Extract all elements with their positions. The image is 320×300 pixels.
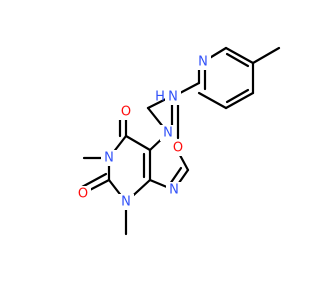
bond-py-c3-c2 bbox=[197, 91, 228, 110]
atom-h-amide-label: H bbox=[155, 90, 165, 105]
atom-n1-label: N bbox=[104, 151, 114, 166]
bond-c2-o2-double bbox=[80, 172, 108, 189]
atom-n7-label: N bbox=[163, 126, 173, 141]
atom-o-amide-label: O bbox=[173, 141, 183, 156]
atom-o2-label: O bbox=[78, 187, 88, 202]
atom-labels: N N N N O O O N H N bbox=[75, 54, 211, 210]
atom-n-amide-label: N bbox=[168, 90, 178, 105]
atom-o6-label: O bbox=[121, 105, 131, 120]
bond-py-methyl bbox=[251, 46, 281, 65]
n3-bg bbox=[118, 194, 134, 210]
bond-py-c4-c3 bbox=[224, 91, 255, 110]
o6-bg bbox=[118, 104, 134, 120]
bond-c5-c6 bbox=[124, 134, 152, 152]
bond-c8-n9-double bbox=[168, 166, 183, 186]
molecule-structure: N N N N O O O N H N bbox=[75, 46, 281, 236]
bond-namide-pyridine bbox=[178, 81, 201, 95]
n-pyridine-bg bbox=[195, 54, 211, 70]
bond-py-c6-c5-double bbox=[225, 52, 250, 68]
o-amide-bg bbox=[170, 140, 186, 156]
n7-bg bbox=[160, 125, 176, 141]
atom-n3-label: N bbox=[121, 195, 131, 210]
atom-n-pyridine-label: N bbox=[198, 55, 208, 70]
bond-py-c4-c3-double bbox=[225, 88, 250, 104]
n1-bg bbox=[101, 150, 117, 166]
atom-n9-label: N bbox=[169, 183, 179, 198]
n9-bg bbox=[166, 182, 182, 198]
o2-bg bbox=[75, 186, 91, 202]
bond-py-c6-c5 bbox=[224, 46, 255, 65]
n-amide-bg bbox=[165, 89, 181, 105]
